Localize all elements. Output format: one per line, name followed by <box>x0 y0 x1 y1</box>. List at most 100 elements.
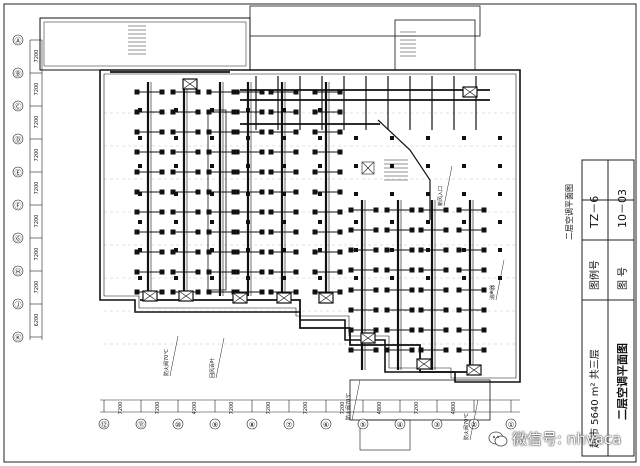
diffuser <box>293 109 299 115</box>
row-axis-label: Ⓕ <box>15 202 22 210</box>
row-axis-bubble <box>12 331 24 343</box>
column <box>210 248 214 252</box>
left-dimension: 7200 <box>34 116 40 129</box>
diffuser <box>268 209 274 215</box>
diffuser <box>134 249 140 255</box>
diffuser <box>159 129 165 135</box>
column <box>498 136 502 140</box>
column <box>498 220 502 224</box>
diffuser <box>206 269 212 275</box>
diffuser <box>312 269 318 275</box>
diffuser <box>443 227 449 233</box>
diffuser <box>312 109 318 115</box>
diffuser <box>259 289 265 295</box>
column <box>390 192 394 196</box>
column <box>138 136 142 140</box>
row-axis-bubble <box>12 166 24 178</box>
diffuser <box>384 307 390 313</box>
diffuser <box>409 287 415 293</box>
diffuser <box>195 149 201 155</box>
column <box>426 136 430 140</box>
annotation-note: 防火阀70℃ <box>345 393 352 420</box>
diffuser <box>234 169 240 175</box>
column <box>498 248 502 252</box>
column <box>354 220 358 224</box>
diffuser <box>159 269 165 275</box>
diffuser <box>409 267 415 273</box>
left-dimension: 7200 <box>34 215 40 228</box>
row-axis-label: Ⓐ <box>15 37 22 45</box>
diffuser <box>134 229 140 235</box>
fresh-air-duct <box>377 119 431 220</box>
row-axis-label: Ⓔ <box>15 169 22 177</box>
diffuser <box>159 169 165 175</box>
column <box>318 220 322 224</box>
diffuser <box>268 249 274 255</box>
diffuser <box>443 327 449 333</box>
diffuser <box>348 327 354 333</box>
diffuser <box>159 149 165 155</box>
diffuser <box>409 207 415 213</box>
diffuser <box>443 347 449 353</box>
row-axis-bubble <box>12 199 24 211</box>
structural-grid <box>104 112 516 345</box>
row-axis-bubble <box>12 298 24 310</box>
diffuser <box>293 269 299 275</box>
column <box>426 164 430 168</box>
left-dimension: 7200 <box>34 248 40 261</box>
title-figno-label: 图例号 <box>588 260 601 290</box>
column <box>462 192 466 196</box>
column <box>498 164 502 168</box>
diffuser <box>134 149 140 155</box>
diffuser <box>159 209 165 215</box>
bottom-dimension: 7200 <box>229 402 235 415</box>
diffuser <box>159 289 165 295</box>
col-axis-label: ⑦ <box>286 421 292 429</box>
diffuser <box>159 89 165 95</box>
diffuser <box>259 109 265 115</box>
diffuser <box>312 169 318 175</box>
diffuser <box>373 227 379 233</box>
column <box>282 108 286 112</box>
column <box>174 108 178 112</box>
wechat-icon <box>488 431 508 446</box>
building-outline <box>39 5 521 451</box>
diffuser <box>234 89 240 95</box>
column <box>354 276 358 280</box>
diffuser <box>195 189 201 195</box>
diffuser <box>481 307 487 313</box>
diffuser <box>312 289 318 295</box>
diffuser <box>206 169 212 175</box>
bottom-dimension: 4800 <box>451 402 457 415</box>
column <box>426 276 430 280</box>
air-handling-units <box>142 78 482 376</box>
left-dimension: 7200 <box>34 83 40 96</box>
diffuser <box>456 287 462 293</box>
column <box>282 220 286 224</box>
row-axis-bubble <box>12 232 24 244</box>
diffuser <box>234 269 240 275</box>
column <box>282 164 286 168</box>
stair-symbols <box>128 25 416 181</box>
diffuser <box>456 347 462 353</box>
diffuser <box>418 327 424 333</box>
column <box>174 164 178 168</box>
diffuser <box>234 229 240 235</box>
diffuser <box>170 249 176 255</box>
diffuser <box>170 149 176 155</box>
diffuser <box>348 247 354 253</box>
column <box>390 220 394 224</box>
diffuser <box>348 207 354 213</box>
column <box>354 136 358 140</box>
diffuser <box>293 249 299 255</box>
diffuser <box>418 267 424 273</box>
column <box>138 108 142 112</box>
diffuser <box>293 189 299 195</box>
column <box>462 276 466 280</box>
column <box>138 276 142 280</box>
diffuser <box>337 109 343 115</box>
diffuser <box>159 109 165 115</box>
watermark-text: 微信号: nhvaca <box>512 430 622 448</box>
